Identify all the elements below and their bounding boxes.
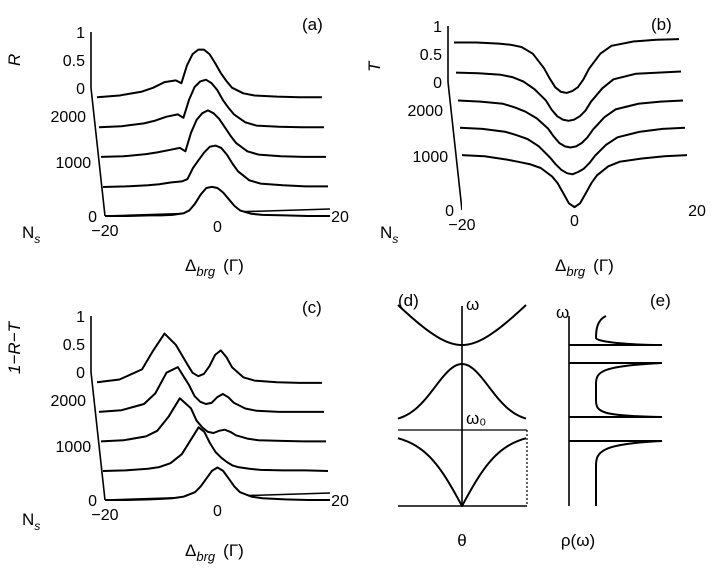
ns-tick-label: 0 [88, 209, 97, 226]
rho-label: ρ(ω) [561, 531, 595, 550]
z-tick-label: 1 [76, 309, 85, 326]
z-axis-label: T [365, 60, 384, 72]
ns-axis-line [447, 81, 463, 211]
ns-axis-line [90, 87, 106, 217]
omega-label: ω [556, 303, 569, 322]
panel-letter: (d) [398, 291, 419, 310]
z-tick-label: 0 [433, 75, 442, 92]
middle-band-curve [397, 363, 527, 420]
series-fill-1000 [101, 110, 326, 161]
z-tick-label: 0.5 [63, 337, 85, 354]
series-curve-Ns-1000 [457, 99, 684, 149]
series-fill-1500 [99, 367, 324, 416]
series-curve-Ns-1000 [100, 109, 326, 158]
series-fill-1000 [101, 398, 326, 445]
series-curve-Ns-1000 [100, 397, 326, 443]
series-fill-0 [105, 186, 330, 219]
series-curve-Ns-500 [102, 144, 328, 188]
ns-tick-label: 2000 [50, 393, 86, 410]
panel-e: ω ρ(ω) (e) [556, 291, 671, 550]
x-tick-label: 20 [331, 493, 349, 510]
z-tick-label: 1 [433, 19, 442, 36]
series-curve-Ns-0 [105, 466, 330, 501]
panel-letter: (e) [650, 291, 671, 310]
z-tick-label: 0 [76, 81, 85, 98]
ns-tick-label: 1000 [56, 155, 92, 172]
series-curve-Ns-500 [102, 426, 329, 472]
x-tick-label: 0 [570, 213, 579, 230]
lower-band-curve [397, 437, 527, 507]
panel-letter: (c) [302, 298, 322, 317]
x-axis-label: Δbrg(Γ) [555, 256, 614, 279]
z-axis-label: 1−R−T [5, 320, 24, 374]
series-fill-500 [103, 145, 328, 190]
series-fill-2000 [97, 333, 322, 387]
x-tick-label: 20 [331, 209, 349, 226]
panel-letter: (a) [302, 15, 323, 34]
series-fill-2000 [97, 49, 322, 103]
series-curve-Ns-1500 [98, 366, 324, 413]
panel-letter: (b) [651, 15, 672, 34]
ns-axis-label: Ns [22, 510, 40, 533]
ns-tick-label: 0 [88, 493, 97, 510]
upper-band-curve [397, 304, 527, 346]
ns-tick-label: 1000 [56, 439, 92, 456]
series-fill-1500 [99, 79, 324, 132]
ns-tick-label: 2000 [50, 109, 86, 126]
z-tick-label: 0.5 [420, 47, 442, 64]
x-tick-label: 20 [688, 203, 706, 220]
series-curve-Ns-2000 [454, 38, 680, 94]
omega-label: ω [466, 295, 479, 314]
series-curve-Ns-1500 [98, 78, 324, 129]
dos-middle-branch [595, 362, 663, 418]
series-curve-Ns-1500 [455, 70, 682, 122]
panel-d: ω ω₀ θ (d) [397, 291, 528, 550]
series-fill-0 [462, 155, 687, 213]
x-tick-label: 0 [213, 503, 222, 520]
dos-upper-branch [595, 315, 663, 346]
z-axis-label: R [5, 54, 24, 66]
x-tick-label: −20 [91, 223, 118, 240]
ns-axis-line [90, 371, 106, 501]
z-tick-label: 0 [76, 365, 85, 382]
x-tick-label: −20 [91, 507, 118, 524]
x-axis-label: Δbrg(Γ) [185, 256, 244, 279]
series-curve-Ns-500 [459, 126, 686, 176]
x-tick-label: 0 [213, 219, 222, 236]
series-fill-500 [103, 427, 328, 474]
ns-axis-label: Ns [380, 223, 398, 246]
ns-tick-label: 2000 [407, 103, 443, 120]
series-curve-Ns-0 [461, 154, 688, 209]
ns-tick-label: 1000 [413, 149, 449, 166]
omega0-label: ω₀ [466, 409, 486, 428]
dos-lower-branch [595, 440, 663, 506]
x-axis-label: Δbrg(Γ) [185, 541, 244, 564]
z-tick-label: 0.5 [63, 53, 85, 70]
theta-label: θ [457, 531, 466, 550]
ns-axis-label: Ns [22, 223, 40, 246]
series-curve-Ns-0 [105, 185, 330, 217]
x-tick-label: −20 [448, 217, 475, 234]
ns-tick-label: 0 [445, 203, 454, 220]
series-fill-0 [105, 467, 330, 503]
z-tick-label: 1 [76, 25, 85, 42]
series-curve-Ns-2000 [96, 332, 322, 384]
series-curve-Ns-2000 [96, 48, 322, 99]
